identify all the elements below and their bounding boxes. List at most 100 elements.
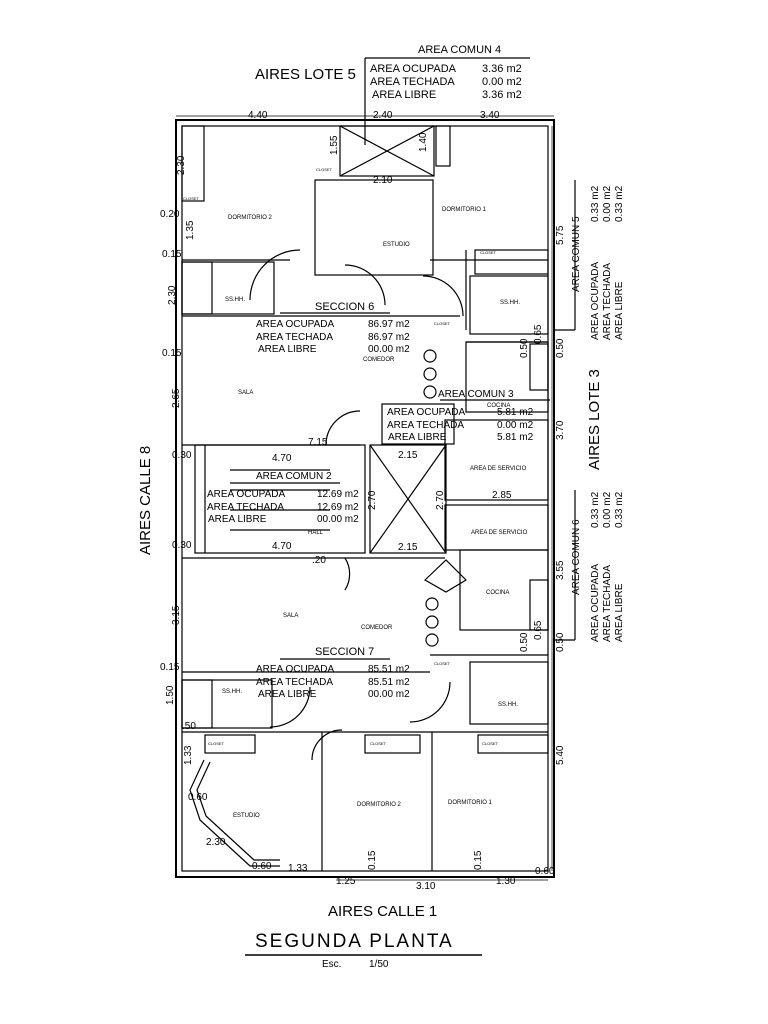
room-label: DORMITORIO 2 bbox=[357, 802, 401, 808]
seccion6-row-label: AREA OCUPADA bbox=[256, 319, 335, 330]
seccion6-row-value: 86.97 m2 bbox=[368, 332, 410, 343]
dimension: 3.10 bbox=[416, 881, 436, 892]
closet-label: CLOSET bbox=[434, 661, 451, 666]
room-label: SS.HH. bbox=[500, 300, 521, 306]
dimension: 1.33 bbox=[288, 863, 308, 874]
dimension: 3.55 bbox=[555, 560, 566, 580]
seccion7-row-value: 00.00 m2 bbox=[368, 689, 410, 700]
closet-label: CLOSET bbox=[316, 167, 333, 172]
dimension: 2.85 bbox=[492, 490, 512, 501]
seccion6-title: SECCION 6 bbox=[315, 301, 375, 313]
comun2-row-value: 00.00 m2 bbox=[317, 514, 359, 525]
comun4-row-value: 3.36 m2 bbox=[482, 63, 522, 75]
seccion7-row-label: AREA LIBRE bbox=[258, 689, 317, 700]
room-label: SALA bbox=[238, 390, 254, 396]
room-label: COCINA bbox=[486, 590, 510, 596]
dimension: 0.30 bbox=[172, 540, 192, 551]
room-label: COMEDOR bbox=[361, 625, 393, 631]
room-label: HALL bbox=[308, 530, 324, 536]
dimension: 0.60 bbox=[188, 792, 208, 803]
comun3-row-label: AREA OCUPADA bbox=[387, 407, 466, 418]
plan-title: SEGUNDA PLANTA bbox=[255, 931, 454, 952]
dimension: 0.20 bbox=[160, 209, 180, 220]
dimension: 0.15 bbox=[367, 850, 378, 870]
dimension: 0.50 bbox=[519, 338, 530, 358]
comun3-row-label: AREA LIBRE bbox=[388, 432, 447, 443]
scale-label: Esc. bbox=[322, 959, 342, 970]
dimension: 2.10 bbox=[373, 175, 393, 186]
comun3-row-value: 5.81 m2 bbox=[497, 407, 534, 418]
comun5-row-label: AREA OCUPADA bbox=[590, 261, 601, 340]
comun5-row-value: 0.33 m2 bbox=[614, 185, 625, 222]
comun2-row-label: AREA LIBRE bbox=[208, 514, 267, 525]
room-label: ESTUDIO bbox=[233, 813, 260, 819]
dimension: 2.30 bbox=[167, 285, 178, 305]
closet-label: CLOSET bbox=[183, 196, 200, 201]
comun6-row-value: 0.33 m2 bbox=[614, 491, 625, 528]
comun4-row-value: 0.00 m2 bbox=[482, 76, 522, 88]
comun5-title: AREA COMUN 5 bbox=[571, 216, 582, 292]
dimension: 0.15 bbox=[162, 348, 182, 359]
seccion6-row-value: 86.97 m2 bbox=[368, 319, 410, 330]
dimension: 4.70 bbox=[272, 541, 292, 552]
seccion6-row-value: 00.00 m2 bbox=[368, 344, 410, 355]
comun3-title: AREA COMUN 3 bbox=[438, 389, 514, 400]
dimension: .50 bbox=[182, 721, 196, 732]
comun6-title: AREA COMUN 6 bbox=[571, 519, 582, 595]
room-label: AREA DE SERVICIO bbox=[470, 466, 527, 472]
dimension: 2.15 bbox=[398, 542, 418, 553]
comun5-row-value: 0.33 m2 bbox=[590, 185, 601, 222]
room-label: DORMITORIO 1 bbox=[442, 207, 486, 213]
comun6-row-label: AREA OCUPADA bbox=[590, 563, 601, 642]
dimension: 2.30 bbox=[206, 837, 226, 848]
seccion6-row-label: AREA LIBRE bbox=[258, 344, 317, 355]
scale-value: 1/50 bbox=[369, 959, 389, 970]
comun3-row-value: 0.00 m2 bbox=[497, 420, 534, 431]
comun2-row-value: 12.69 m2 bbox=[317, 489, 359, 500]
seccion7-row-label: AREA OCUPADA bbox=[256, 664, 335, 675]
dimension: 4.70 bbox=[272, 453, 292, 464]
room-label: ESTUDIO bbox=[383, 242, 410, 248]
dimension: 2.70 bbox=[367, 490, 378, 510]
comun2-row-label: AREA TECHADA bbox=[207, 502, 285, 513]
room-label: SS.HH. bbox=[222, 689, 243, 695]
closet-label: CLOSET bbox=[434, 321, 451, 326]
dimension: 4.40 bbox=[248, 110, 268, 121]
comun5-row-label: AREA LIBRE bbox=[614, 281, 625, 340]
dimension: 1.33 bbox=[183, 745, 194, 765]
dimension: 0.15 bbox=[162, 249, 182, 260]
dimension: 0.65 bbox=[533, 620, 544, 640]
dimension: 3.40 bbox=[480, 110, 500, 121]
comun6-row-value: 0.00 m2 bbox=[602, 491, 613, 528]
seccion7-row-value: 85.51 m2 bbox=[368, 664, 410, 675]
dimension: 1.50 bbox=[165, 685, 176, 705]
comun6-row-label: AREA TECHADA bbox=[602, 564, 613, 642]
dimension: 0.50 bbox=[519, 632, 530, 652]
dimension: 1.25 bbox=[336, 876, 356, 887]
comun6-row-value: 0.33 m2 bbox=[590, 491, 601, 528]
dimension: 2.15 bbox=[398, 450, 418, 461]
room-label: COMEDOR bbox=[363, 357, 395, 363]
dimension: 1.30 bbox=[496, 876, 516, 887]
dimension: 0.60 bbox=[535, 866, 555, 877]
dimension: 5.75 bbox=[555, 225, 566, 245]
dimension: 0.15 bbox=[160, 662, 180, 673]
comun4-row-label: AREA OCUPADA bbox=[370, 63, 456, 75]
room-label: DORMITORIO 2 bbox=[228, 215, 272, 221]
comun2-title: AREA COMUN 2 bbox=[256, 471, 332, 482]
room-label: SS.HH. bbox=[498, 702, 519, 708]
dimension: 0.60 bbox=[252, 861, 272, 872]
room-label: SALA bbox=[283, 613, 299, 619]
dimension: 5.40 bbox=[555, 745, 566, 765]
dimension: 0.15 bbox=[473, 850, 484, 870]
dimension: 0.50 bbox=[555, 338, 566, 358]
boundary-lote3: AIRES LOTE 3 bbox=[586, 369, 603, 470]
boundary-calle8: AIRES CALLE 8 bbox=[137, 445, 154, 555]
dimension: .20 bbox=[312, 555, 326, 566]
room-label: DORMITORIO 1 bbox=[448, 800, 492, 806]
boundary-calle1: AIRES CALLE 1 bbox=[328, 903, 438, 920]
dimension: 2.40 bbox=[373, 110, 393, 121]
comun3-row-value: 5.81 m2 bbox=[497, 432, 534, 443]
comun5-row-label: AREA TECHADA bbox=[602, 262, 613, 340]
